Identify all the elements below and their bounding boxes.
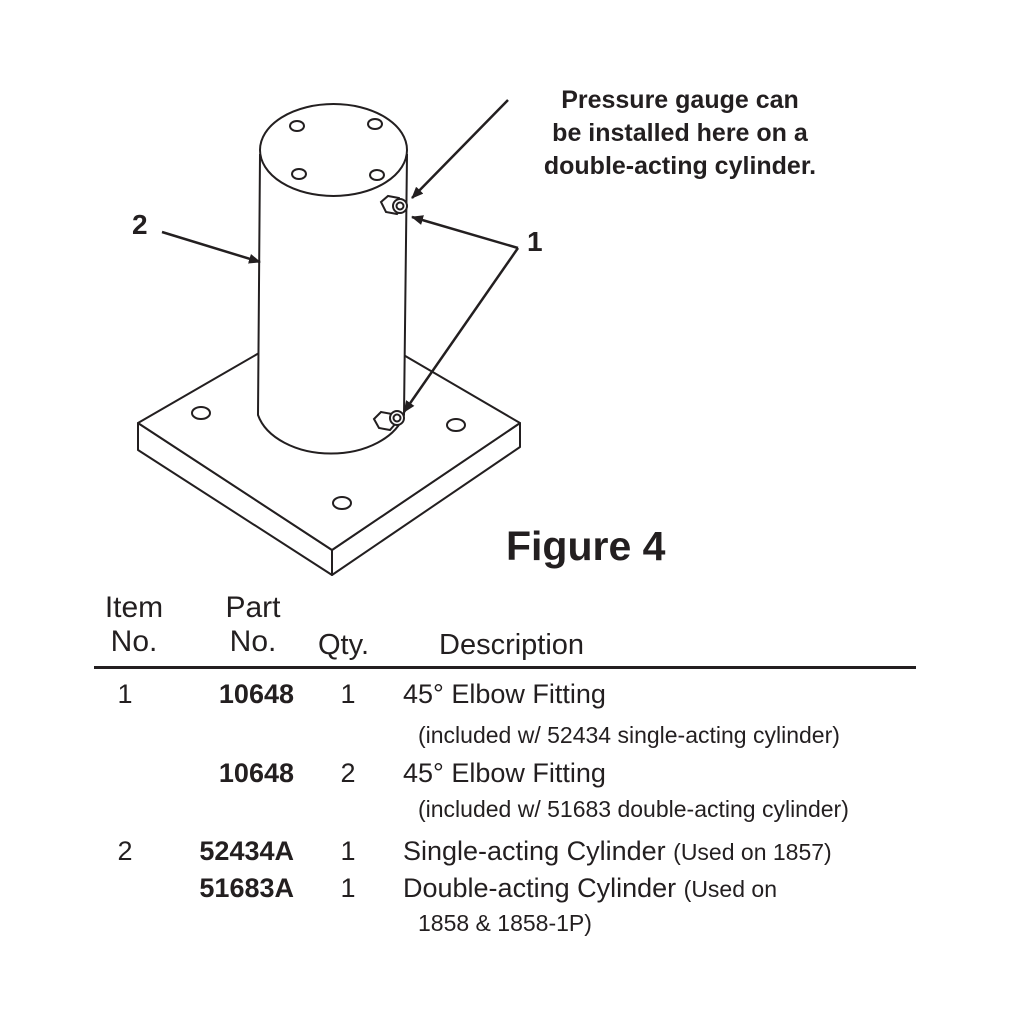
pressure-gauge-note: Pressure gauge can be installed here on … (543, 86, 817, 180)
cylinder-illustration (137, 99, 521, 576)
row-description-usage: (Used on (683, 876, 777, 902)
row-item-no: 1 (117, 679, 133, 709)
table-row-note: (included w/ 51683 double-acting cylinde… (0, 796, 1024, 832)
row-part-no: 52434A (199, 836, 294, 866)
row-qty: 1 (340, 836, 356, 866)
row-qty: 1 (340, 873, 356, 903)
cylinder-top-holes (289, 118, 385, 181)
row-description: Double-acting Cylinder (403, 873, 677, 903)
header-rule (94, 666, 916, 669)
row-item-no: 2 (117, 836, 133, 866)
figure-title: Figure 4 (506, 523, 666, 569)
row-description: Single-acting Cylinder (403, 836, 666, 866)
item-1-arrow-upper (411, 215, 519, 250)
item-2-arrow (161, 230, 261, 264)
table-row: 2 52434A 1 Single-acting Cylinder (Used … (0, 836, 1024, 872)
row-note: (included w/ 52434 single-acting cylinde… (418, 722, 840, 748)
elbow-fitting-upper (379, 194, 408, 216)
row-qty: 2 (340, 758, 356, 788)
callout-label-1: 1 (527, 226, 543, 257)
row-part-no: 10648 (218, 679, 294, 709)
cylinder-body (256, 103, 409, 455)
header-part-no: Part No. (225, 591, 281, 658)
table-row-note: 1858 & 1858-1P) (0, 910, 1024, 946)
table-row-note: (included w/ 52434 single-acting cylinde… (0, 722, 1024, 758)
header-item-no: Item No. (104, 591, 164, 658)
row-part-no: 51683A (199, 873, 294, 903)
table-row: 1 10648 1 45° Elbow Fitting (0, 679, 1024, 715)
callout-label-2: 2 (132, 209, 148, 240)
row-qty: 1 (340, 679, 356, 709)
row-description-group: Double-acting Cylinder (Used on (403, 873, 777, 904)
table-row: 10648 2 45° Elbow Fitting (0, 758, 1024, 794)
row-description-usage: (Used on 1857) (673, 839, 832, 865)
row-note: 1858 & 1858-1P) (418, 910, 592, 936)
row-description-group: Single-acting Cylinder (Used on 1857) (403, 836, 832, 867)
elbow-fitting-lower (372, 410, 405, 432)
gauge-note-arrow (411, 99, 509, 199)
callout-arrows (161, 99, 520, 413)
row-description: 45° Elbow Fitting (403, 679, 606, 709)
base-plate-bolt-holes (191, 406, 466, 510)
row-description: 45° Elbow Fitting (403, 758, 606, 788)
table-row: 51683A 1 Double-acting Cylinder (Used on (0, 873, 1024, 909)
row-note: (included w/ 51683 double-acting cylinde… (418, 796, 849, 822)
header-qty: Qty. (318, 629, 370, 661)
row-part-no: 10648 (218, 758, 294, 788)
header-description: Description (439, 629, 585, 661)
item-1-arrow-lower (402, 247, 520, 413)
